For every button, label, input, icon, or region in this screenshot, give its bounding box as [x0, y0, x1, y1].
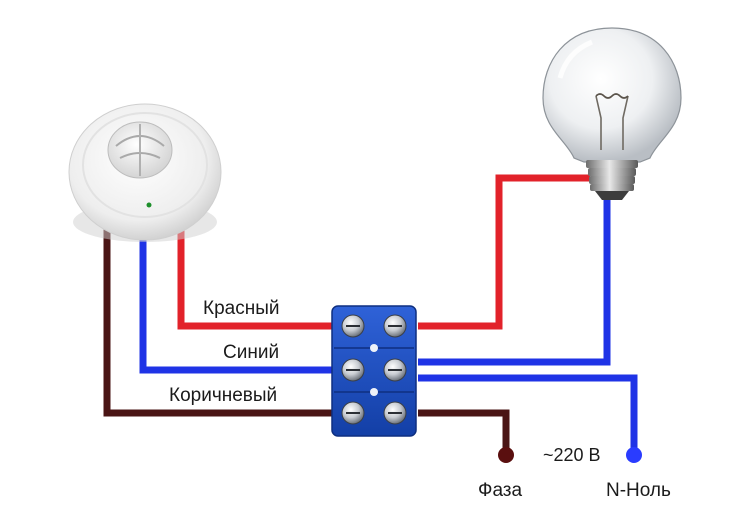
terminal-block-icon — [331, 305, 417, 437]
terminal-screw — [341, 314, 365, 338]
voltage-label: ~220 В — [543, 445, 601, 465]
neutral-terminal-dot — [626, 447, 642, 463]
light-bulb-icon — [542, 27, 682, 200]
brown-wire-label: Коричневый — [169, 385, 277, 406]
terminal-screw — [383, 314, 407, 338]
motion-sensor-icon — [68, 103, 222, 242]
brown-wire-phase — [418, 409, 510, 452]
blue-wire-lamp — [418, 196, 611, 366]
red-wire-sensor — [177, 230, 336, 330]
wires — [103, 174, 638, 452]
blue-wire-neutral — [418, 374, 638, 452]
neutral-label: N-Ноль — [606, 480, 671, 501]
blue-wire-label: Синий — [223, 342, 279, 363]
red-wire-lamp — [418, 174, 590, 330]
terminal-screw — [383, 401, 407, 425]
blue-wire-sensor — [139, 238, 336, 374]
terminal-screw — [341, 358, 365, 382]
terminal-screw — [341, 401, 365, 425]
phase-label: Фаза — [478, 480, 523, 501]
phase-terminal-dot — [498, 447, 514, 463]
brown-wire-sensor — [103, 228, 336, 417]
red-wire-label: Красный — [203, 298, 279, 319]
terminal-screw — [383, 358, 407, 382]
